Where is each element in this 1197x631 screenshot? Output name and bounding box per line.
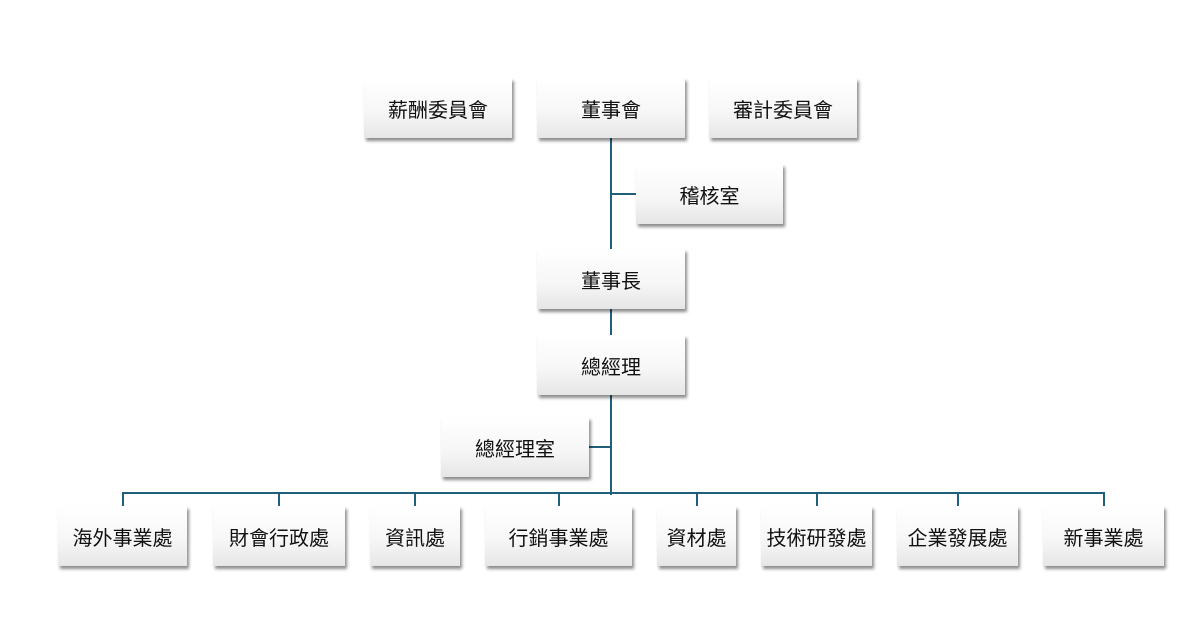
node-department: 財會行政處 [213,506,345,566]
node-department: 海外事業處 [58,506,187,566]
connector-main-trunk [610,138,612,495]
node-label: 資訊處 [385,525,445,550]
node-department: 資材處 [657,506,736,566]
node-label: 董事長 [581,268,641,293]
node-general-manager: 總經理 [537,335,685,395]
connector-dept-3 [558,492,560,506]
connector-dept-5 [816,492,818,506]
connector-dept-2 [414,492,416,506]
node-label: 總經理 [581,354,641,379]
node-label: 資材處 [666,525,727,550]
node-department: 行銷事業處 [485,506,632,566]
node-gm-office: 總經理室 [441,417,589,477]
connector-dept-6 [957,492,959,506]
node-compensation-committee: 薪酬委員會 [364,78,512,138]
node-label: 審計委員會 [733,97,833,122]
connector-dept-4 [696,492,698,506]
node-label: 稽核室 [679,183,740,208]
node-label: 董事會 [581,97,641,122]
node-label: 行銷事業處 [508,525,609,550]
node-label: 薪酬委員會 [388,97,488,122]
node-label: 新事業處 [1063,525,1144,550]
connector-departments-bus [122,492,1104,494]
node-label: 技術研發處 [766,525,867,550]
node-department: 技術研發處 [761,506,872,566]
connector-dept-1 [278,492,280,506]
node-label: 海外事業處 [72,525,173,550]
connector-gm-office [589,446,611,448]
connector-dept-0 [122,492,124,506]
connector-audit-office [610,193,636,195]
node-label: 財會行政處 [229,525,329,550]
node-audit-office: 稽核室 [636,164,783,224]
node-label: 總經理室 [475,436,555,461]
node-department: 新事業處 [1043,506,1164,566]
node-department: 資訊處 [370,506,460,566]
node-department: 企業發展處 [897,506,1018,566]
node-board-of-directors: 董事會 [537,78,685,138]
node-label: 企業發展處 [907,525,1008,550]
node-chairman: 董事長 [537,249,685,309]
node-audit-committee: 審計委員會 [709,78,857,138]
connector-dept-7 [1103,492,1105,506]
